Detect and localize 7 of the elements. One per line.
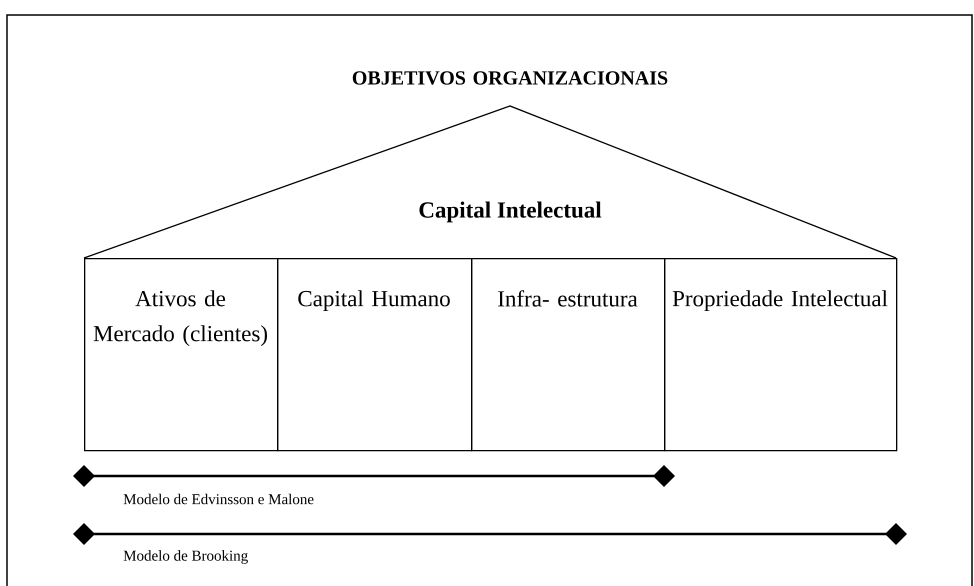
pillar-box: Capital Humano	[277, 258, 472, 452]
pillar-box: Propriedade Intelectual	[664, 258, 898, 452]
pillar-box: Ativos de Mercado (clientes)	[84, 258, 278, 452]
model-label: Modelo de Edvinsson e Malone	[124, 494, 314, 504]
title: OBJETIVOS ORGANIZACIONAIS	[352, 71, 668, 85]
model-label: Modelo de Brooking	[124, 550, 248, 564]
pillar-box: Infra- estrutura	[471, 258, 666, 452]
